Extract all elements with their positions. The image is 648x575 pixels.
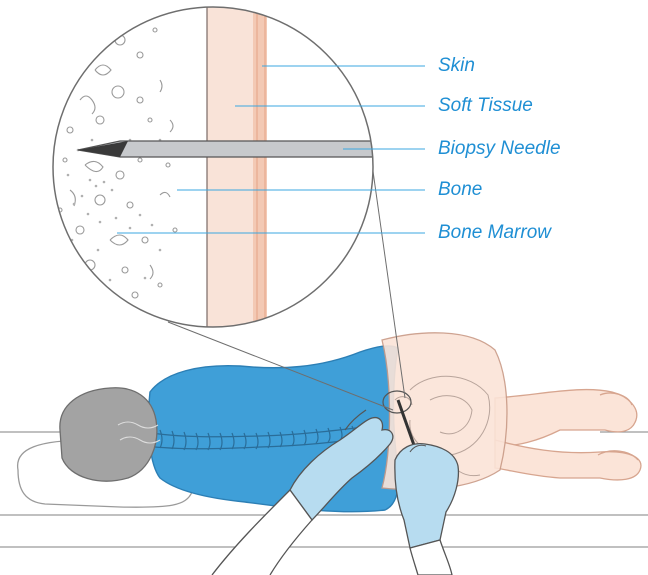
label-biopsy-needle: Biopsy Needle	[438, 138, 561, 160]
patient-head	[60, 388, 157, 481]
soft-tissue-layer	[207, 0, 253, 340]
patient-legs	[495, 390, 641, 480]
label-bone: Bone	[438, 179, 482, 201]
clinician-hand-right	[395, 444, 459, 548]
biopsy-needle-magnified	[78, 141, 380, 157]
label-soft-tissue: Soft Tissue	[438, 95, 533, 117]
magnified-inset	[53, 0, 380, 340]
label-skin: Skin	[438, 55, 475, 77]
label-bone-marrow: Bone Marrow	[438, 222, 551, 244]
